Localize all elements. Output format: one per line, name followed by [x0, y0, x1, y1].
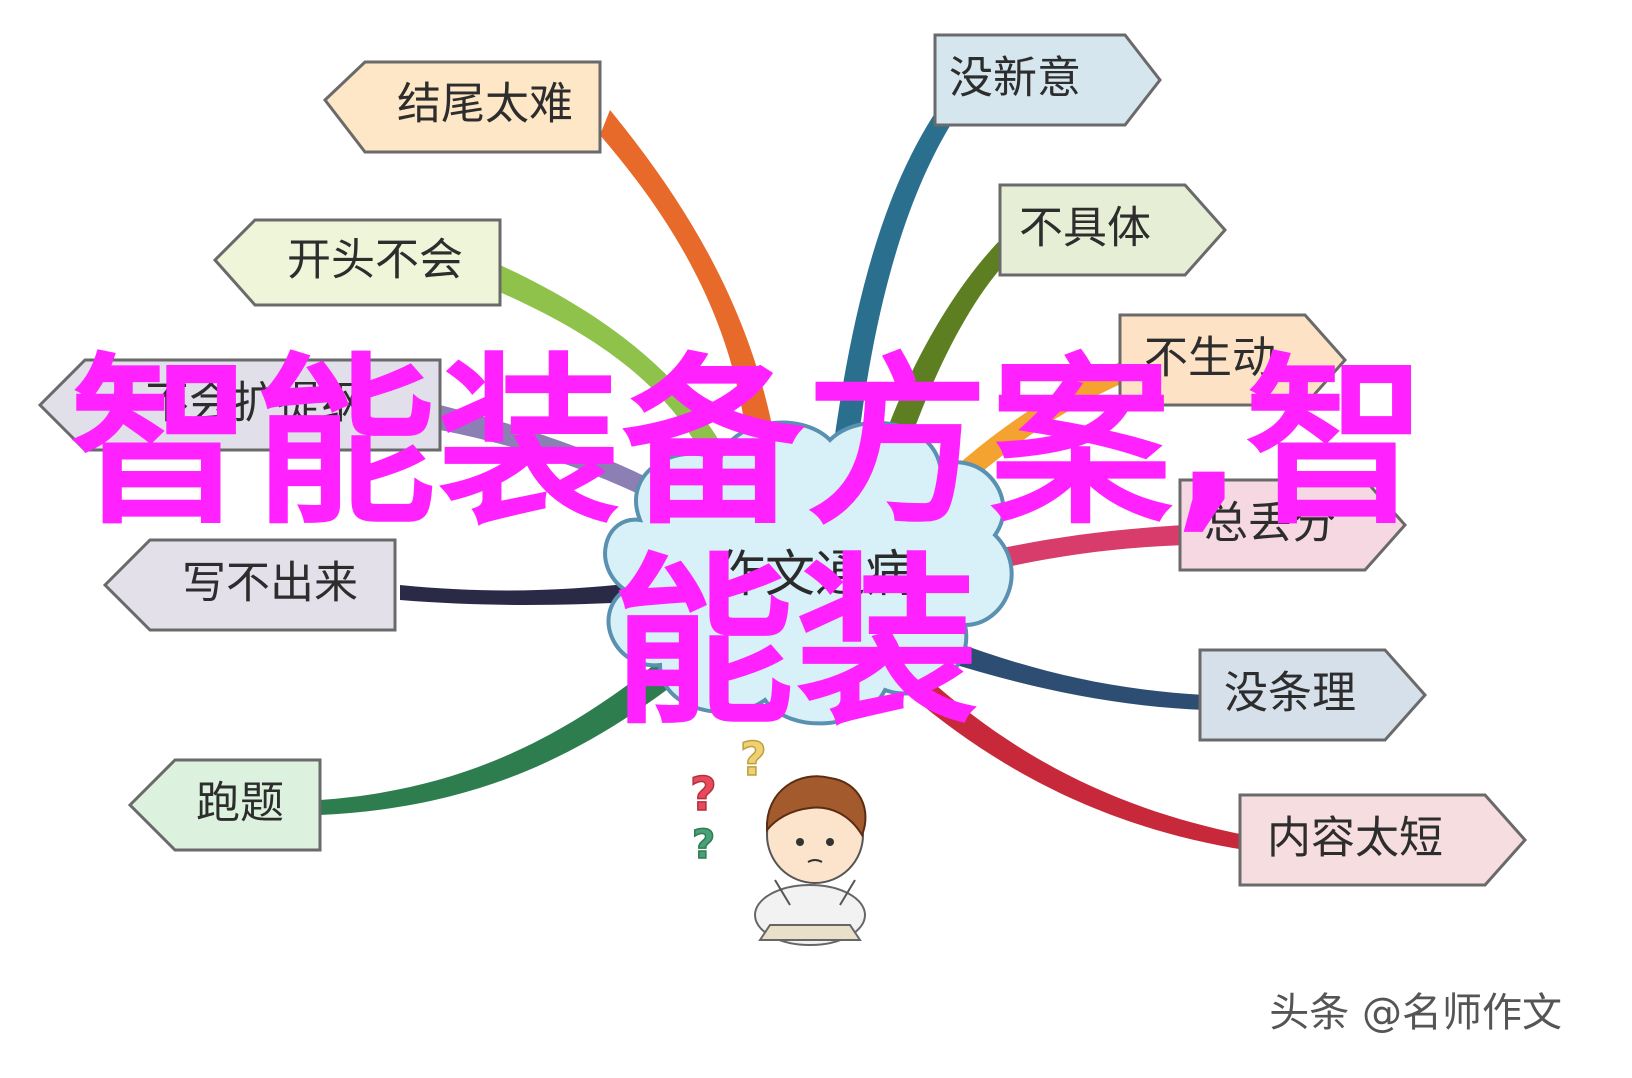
node-buhui: 不会扩提纲 [37, 358, 442, 452]
node-paoti-shape [127, 758, 322, 852]
node-kaitou-label: 开头不会 [287, 235, 463, 286]
node-neirong: 内容太短 [1238, 793, 1528, 887]
node-jiewei-shape [322, 60, 602, 154]
node-zongdiu-label: 总丢分 [1204, 498, 1336, 549]
question-mark-icon: ? [740, 732, 767, 786]
node-meitiao-shape [1198, 648, 1428, 742]
node-buju: 不具体 [998, 183, 1228, 277]
node-meitiao-label: 没条理 [1224, 668, 1356, 719]
question-mark-icon: ? [692, 822, 715, 868]
node-meixin-shape [933, 33, 1162, 127]
center-label: 作文通病 [715, 545, 915, 603]
node-buju-shape [998, 183, 1228, 277]
overlay-title-line1: 智能装备方案,智 [70, 337, 1430, 549]
node-paoti: 跑题 [127, 758, 322, 852]
node-xiebu: 写不出来 [102, 538, 397, 632]
node-meixin-label: 没新意 [949, 53, 1081, 104]
node-paoti-label: 跑题 [196, 778, 284, 829]
overlay-title-line2: 能装 [612, 537, 980, 749]
node-meixin: 没新意 [933, 33, 1162, 127]
node-jiewei-label: 结尾太难 [397, 79, 573, 130]
watermark-credit: 头条 @名师作文 [1269, 990, 1562, 1036]
branch-neirong [910, 680, 1245, 850]
node-jiewei: 结尾太难 [322, 60, 602, 154]
question-mark-icons: ? ? ? [689, 731, 767, 869]
node-buhui-label: 不会扩提纲 [145, 378, 365, 429]
node-neirong-shape [1238, 793, 1528, 887]
node-xiebu-shape [102, 538, 397, 632]
node-kaitou-shape [212, 218, 502, 307]
node-buju-label: 不具体 [1019, 203, 1151, 254]
branch-buhui [440, 405, 690, 515]
child-figure [754, 775, 867, 946]
node-neirong-label: 内容太短 [1267, 813, 1443, 864]
center-cloud: 作文通病 [603, 420, 1014, 726]
branch-buju [870, 235, 1010, 485]
branch-meixin [830, 85, 960, 470]
question-mark-icon: ? [690, 767, 717, 821]
branch-meitiao [940, 640, 1205, 710]
node-busheng-label: 不生动 [1144, 333, 1276, 384]
branch-xiebu [400, 580, 665, 605]
thinking-child-illustration: ? ? ? [689, 731, 867, 946]
node-busheng-shape [1118, 313, 1348, 407]
node-busheng: 不生动 [1118, 313, 1348, 407]
node-kaitou: 开头不会 [212, 218, 502, 307]
center-cloud-shape [603, 420, 1014, 726]
node-zongdiu-shape [1178, 478, 1408, 572]
topic-nodes: 结尾太难 开头不会 不会扩提纲 写不出来 跑题 没新意 [37, 33, 1528, 887]
node-meitiao: 没条理 [1198, 648, 1428, 742]
branch-paoti [320, 660, 680, 815]
node-zongdiu: 总丢分 [1178, 478, 1408, 572]
node-buhui-shape [37, 358, 442, 452]
node-xiebu-label: 写不出来 [182, 558, 358, 609]
